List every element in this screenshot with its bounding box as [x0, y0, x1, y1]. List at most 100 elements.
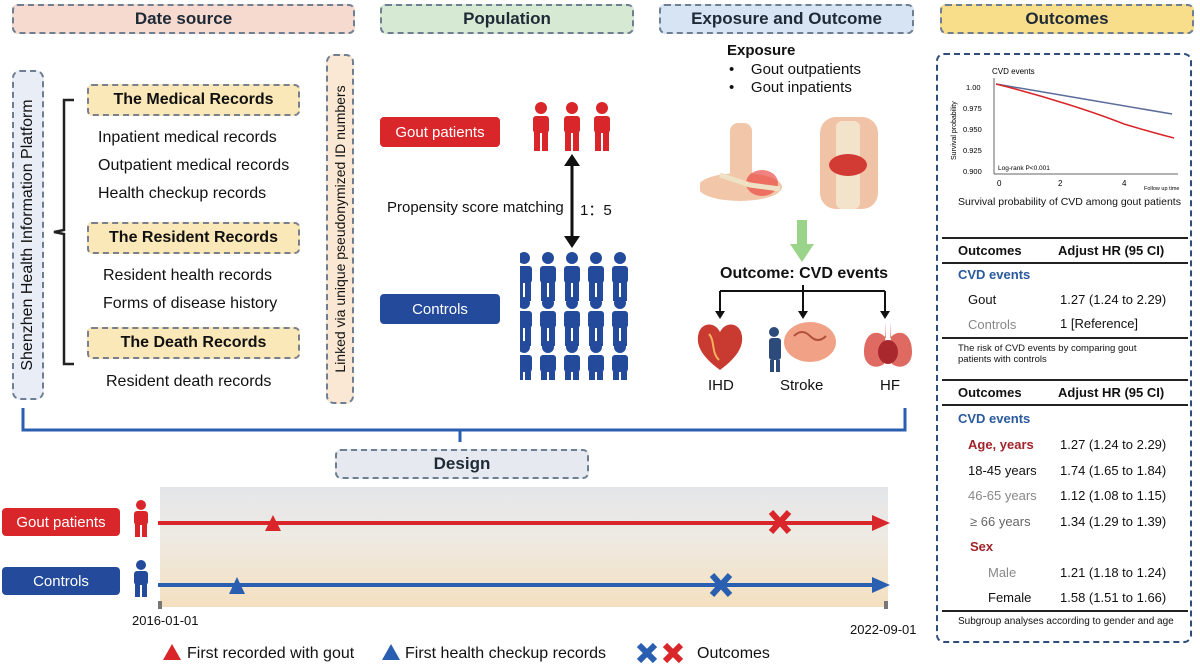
survival-pvalue: Log-rank P<0.001 — [998, 165, 1050, 172]
table2-caption: Subgroup analyses according to gender an… — [958, 616, 1174, 627]
table2-sex-label: Sex — [970, 539, 994, 554]
legend-triangle-blue-icon — [382, 644, 400, 660]
exposure-item-label: Gout outpatients — [750, 61, 861, 78]
outcome-hf: HF — [880, 377, 900, 394]
legend-first-checkup: First health checkup records — [405, 645, 606, 662]
table1-row-label: Controls — [968, 317, 1017, 332]
survival-ytick: 0.975 — [963, 104, 982, 113]
survival-axes — [993, 78, 1178, 175]
legend-cross-blue-icon — [636, 642, 658, 664]
resident-item: Resident health records — [103, 267, 272, 284]
population-gout-label: Gout patients — [380, 117, 500, 147]
control-person-icons — [520, 252, 628, 380]
header-date-source-label: Date source — [134, 9, 233, 28]
survival-xtick: 2 — [1058, 179, 1063, 188]
table1-mid-rule — [942, 262, 1188, 264]
survival-xtick: 4 — [1122, 179, 1127, 188]
brain-icon — [769, 322, 836, 372]
table2-row-label: Male — [988, 565, 1017, 580]
psm-label: Propensity score matching — [387, 199, 564, 216]
header-design-label: Design — [433, 454, 491, 473]
down-arrow-icon — [790, 220, 814, 262]
table1-header-hr: Adjust HR (95 CI) — [1058, 243, 1165, 258]
control-outcome-marker — [709, 572, 733, 598]
table2-row-label: ≥ 66 years — [970, 514, 1031, 529]
exposure-item: • Gout inpatients — [729, 79, 852, 96]
platform-box: Shenzhen Health Information Platform — [12, 70, 44, 400]
control-first-checkup-marker — [229, 577, 245, 594]
header-exposure-outcome-label: Exposure and Outcome — [691, 9, 882, 28]
header-outcomes-label: Outcomes — [1025, 9, 1109, 28]
gout-outcome-marker — [768, 509, 792, 535]
psm-ratio: 1：5 — [580, 202, 612, 219]
sections-brace — [21, 408, 907, 442]
gout-person-icon — [134, 500, 148, 537]
table1-header-outcomes: Outcomes — [958, 243, 1022, 258]
exposure-item: • Gout outpatients — [729, 61, 861, 78]
design-controls-label: Controls — [2, 567, 120, 595]
table2-header-outcomes: Outcomes — [958, 385, 1022, 400]
heart-icon — [697, 324, 743, 370]
survival-ytick: 0.950 — [963, 125, 982, 134]
legend-triangle-red-icon — [163, 644, 181, 660]
outcome-ihd: IHD — [708, 377, 734, 394]
medical-item: Inpatient medical records — [98, 129, 277, 146]
outcome-stroke: Stroke — [780, 377, 824, 394]
control-person-icon — [134, 560, 148, 597]
resident-item: Forms of disease history — [103, 295, 278, 312]
survival-ytick: 0.900 — [963, 167, 982, 176]
gout-person-icons — [533, 102, 610, 151]
survival-xtick: 0 — [997, 179, 1002, 188]
survival-legend: CVD events — [992, 67, 1035, 76]
table2-row-value: 1.34 (1.29 to 1.39) — [1060, 514, 1167, 529]
table2-row-label: 46-65 years — [968, 488, 1037, 503]
design-gout-label: Gout patients — [2, 508, 120, 536]
table1-group: CVD events — [958, 267, 1031, 282]
outcomes-panel — [936, 53, 1192, 643]
population-figures — [520, 102, 628, 380]
header-exposure-outcome: Exposure and Outcome — [659, 4, 914, 34]
lungs-icon — [864, 322, 912, 367]
table2-row-label: Female — [988, 590, 1032, 605]
design-start-date: 2016-01-01 — [132, 613, 199, 628]
outcome-title: Outcome: CVD events — [720, 265, 889, 282]
survival-xlabel: Follow up time — [1144, 186, 1179, 192]
resident-records-title: The Resident Records — [87, 222, 300, 254]
table2-row-value: 1.21 (1.18 to 1.24) — [1060, 565, 1167, 580]
gout-first-record-marker — [265, 515, 281, 531]
survival-controls-line — [995, 83, 1173, 115]
platform-label: Shenzhen Health Information Platform — [19, 99, 36, 371]
survival-caption: Survival probability of CVD among gout p… — [958, 196, 1181, 208]
survival-gout-line — [995, 83, 1175, 139]
medical-item: Outpatient medical records — [98, 157, 290, 174]
death-records-title: The Death Records — [87, 327, 300, 359]
medical-item: Health checkup records — [98, 185, 267, 202]
table1-row-label: Gout — [968, 292, 997, 307]
link-box: Linked via unique pseudonymized ID numbe… — [326, 54, 354, 404]
design-end-date: 2022-09-01 — [850, 622, 917, 637]
table2-age-label: Age, years — [968, 437, 1034, 452]
table2-row-value: 1.74 (1.65 to 1.84) — [1060, 463, 1167, 478]
records-brace — [53, 98, 74, 366]
survival-ytick: 0.925 — [963, 146, 982, 155]
header-population-label: Population — [463, 9, 551, 28]
table1-row-value: 1 [Reference] — [1060, 316, 1139, 331]
table2-row-value: 1.12 (1.08 to 1.15) — [1060, 488, 1167, 503]
table2-row-value: 1.58 (1.51 to 1.66) — [1060, 590, 1167, 605]
gout-illustration — [700, 117, 878, 209]
table2-bottom-rule — [942, 610, 1188, 612]
table2-row-label: 18-45 years — [968, 463, 1037, 478]
table2-header-hr: Adjust HR (95 CI) — [1058, 385, 1165, 400]
legend-outcomes: Outcomes — [697, 645, 770, 662]
link-label: Linked via unique pseudonymized ID numbe… — [332, 85, 348, 373]
table2-top-rule — [942, 379, 1188, 381]
table1-caption: The risk of CVD events by comparing gout… — [958, 343, 1137, 365]
table1-row-value: 1.27 (1.24 to 2.29) — [1060, 292, 1167, 307]
exposure-title: Exposure — [727, 42, 796, 59]
design-timeline — [134, 500, 890, 609]
table2-mid-rule — [942, 404, 1188, 406]
legend-cross-red-icon — [662, 642, 684, 664]
table2-group: CVD events — [958, 411, 1031, 426]
header-date-source: Date source — [12, 4, 355, 34]
table1-bottom-rule — [942, 337, 1188, 339]
